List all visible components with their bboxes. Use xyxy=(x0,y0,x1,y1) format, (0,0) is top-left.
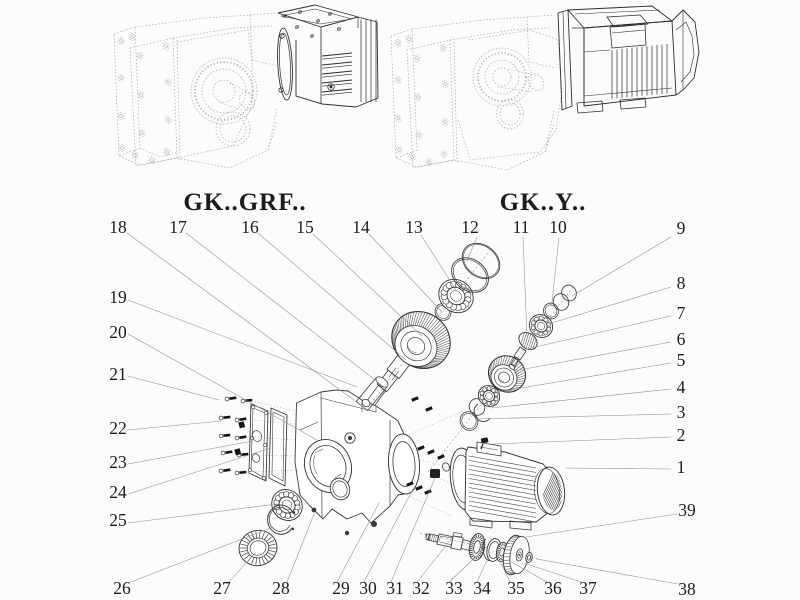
svg-text:27: 27 xyxy=(213,578,231,598)
svg-text:5: 5 xyxy=(677,350,686,370)
svg-text:19: 19 xyxy=(109,287,127,307)
svg-text:32: 32 xyxy=(412,578,430,598)
svg-text:GK..GRF..: GK..GRF.. xyxy=(183,189,306,216)
svg-text:37: 37 xyxy=(579,578,597,598)
svg-text:34: 34 xyxy=(473,578,491,598)
svg-text:33: 33 xyxy=(445,578,463,598)
svg-text:21: 21 xyxy=(109,364,127,384)
svg-text:2: 2 xyxy=(677,425,686,445)
svg-text:9: 9 xyxy=(677,218,686,238)
svg-text:25: 25 xyxy=(109,510,127,530)
svg-text:8: 8 xyxy=(677,273,686,293)
svg-text:31: 31 xyxy=(386,578,404,598)
svg-text:6: 6 xyxy=(677,329,686,349)
svg-text:4: 4 xyxy=(677,377,686,397)
svg-text:1: 1 xyxy=(677,457,686,477)
svg-text:22: 22 xyxy=(109,418,127,438)
svg-text:18: 18 xyxy=(109,217,127,237)
svg-text:28: 28 xyxy=(272,578,290,598)
svg-text:17: 17 xyxy=(169,217,187,237)
svg-text:16: 16 xyxy=(241,217,259,237)
svg-text:GK..Y..: GK..Y.. xyxy=(500,189,587,216)
svg-text:15: 15 xyxy=(296,217,314,237)
svg-text:39: 39 xyxy=(678,500,696,520)
svg-text:20: 20 xyxy=(109,322,127,342)
svg-text:36: 36 xyxy=(544,578,562,598)
svg-text:3: 3 xyxy=(677,402,686,422)
svg-text:30: 30 xyxy=(359,578,377,598)
svg-text:35: 35 xyxy=(507,578,525,598)
svg-text:11: 11 xyxy=(513,217,530,237)
svg-text:26: 26 xyxy=(113,578,131,598)
svg-text:29: 29 xyxy=(332,578,350,598)
svg-text:24: 24 xyxy=(109,482,127,502)
svg-text:7: 7 xyxy=(677,303,686,323)
svg-text:12: 12 xyxy=(461,217,479,237)
svg-text:23: 23 xyxy=(109,452,127,472)
svg-text:10: 10 xyxy=(549,217,567,237)
svg-text:13: 13 xyxy=(405,217,423,237)
svg-text:14: 14 xyxy=(352,217,370,237)
svg-text:38: 38 xyxy=(678,579,696,599)
